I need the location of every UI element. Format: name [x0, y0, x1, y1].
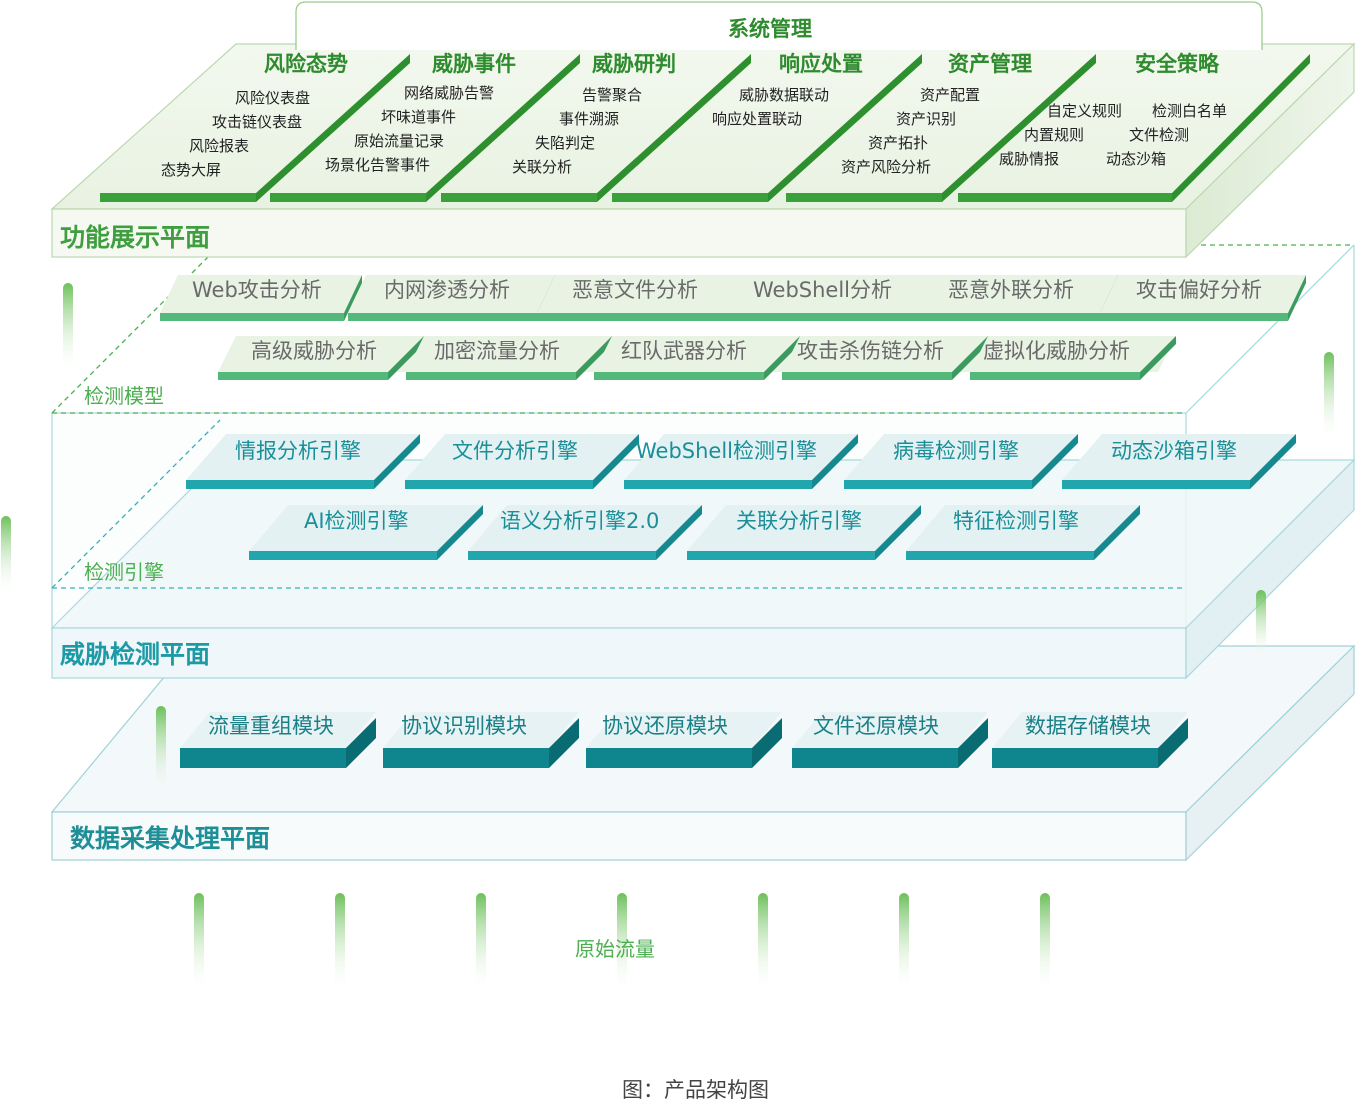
response-item: 响应处置联动 — [712, 110, 803, 128]
system-management-title: 系统管理 — [728, 17, 812, 41]
model-label: 虚拟化威胁分析 — [983, 339, 1130, 363]
engine-label: 病毒检测引擎 — [893, 439, 1019, 463]
model-label: WebShell分析 — [753, 278, 893, 302]
risk-item: 风险仪表盘 — [235, 89, 311, 107]
category-bar-response — [612, 54, 922, 202]
model-label: 红队武器分析 — [621, 339, 747, 363]
module-label: 文件还原模块 — [813, 714, 939, 738]
threat-plane-title: 威胁检测平面 — [60, 640, 211, 669]
model-label: 恶意文件分析 — [572, 278, 698, 302]
model-label: Web攻击分析 — [192, 278, 322, 302]
model-label: 攻击杀伤链分析 — [797, 339, 944, 363]
policy-item: 威胁情报 — [999, 150, 1060, 168]
asset-item: 资产拓扑 — [868, 134, 929, 152]
category-bar-threat-events — [270, 54, 580, 202]
risk-item: 攻击链仪表盘 — [212, 113, 303, 131]
category-title-response: 响应处置 — [779, 52, 863, 76]
module-label: 协议识别模块 — [401, 714, 527, 738]
response-item: 威胁数据联动 — [739, 86, 830, 104]
model-label: 高级威胁分析 — [251, 339, 377, 363]
model-label: 内网渗透分析 — [384, 278, 510, 302]
asset-item: 资产配置 — [920, 86, 981, 104]
detection-models-label: 检测模型 — [84, 384, 164, 408]
engine-label: 特征检测引擎 — [953, 509, 1079, 533]
threat-event-item: 原始流量记录 — [354, 132, 445, 150]
engine-label: 关联分析引擎 — [736, 509, 862, 533]
policy-item: 文件检测 — [1129, 126, 1190, 144]
engine-label: 文件分析引擎 — [452, 439, 578, 463]
policy-item: 内置规则 — [1024, 126, 1085, 144]
function-plane-title: 功能展示平面 — [60, 223, 211, 252]
policy-item: 检测白名单 — [1152, 102, 1228, 120]
engine-label: 语义分析引擎2.0 — [500, 509, 660, 533]
category-title-threat-events: 威胁事件 — [432, 52, 516, 76]
category-title-threat-analysis: 威胁研判 — [592, 52, 676, 76]
threat-event-item: 场景化告警事件 — [325, 156, 431, 174]
policy-item: 动态沙箱 — [1106, 150, 1167, 168]
category-bar-policy — [958, 54, 1310, 202]
engine-label: WebShell检测引擎 — [636, 439, 818, 463]
policy-item: 自定义规则 — [1047, 102, 1123, 120]
module-label: 协议还原模块 — [602, 714, 728, 738]
category-bar-risk — [100, 54, 410, 202]
asset-item: 资产识别 — [896, 110, 957, 128]
threat-analysis-item: 告警聚合 — [582, 86, 643, 104]
threat-analysis-item: 失陷判定 — [535, 134, 596, 152]
category-title-policy: 安全策略 — [1135, 52, 1219, 76]
category-title-risk: 风险态势 — [264, 52, 348, 76]
risk-item: 态势大屏 — [161, 161, 222, 179]
data-plane-title: 数据采集处理平面 — [70, 824, 271, 853]
threat-event-item: 网络威胁告警 — [404, 84, 495, 102]
risk-item: 风险报表 — [189, 137, 250, 155]
module-label: 流量重组模块 — [208, 714, 334, 738]
threat-analysis-item: 事件溯源 — [559, 110, 620, 128]
detection-engines-label: 检测引擎 — [84, 560, 164, 584]
traffic-pillars — [1, 283, 1334, 993]
model-label: 恶意外联分析 — [948, 278, 1074, 302]
category-bar-asset — [786, 54, 1096, 202]
engine-label: 动态沙箱引擎 — [1111, 439, 1237, 463]
model-tiles — [160, 275, 1306, 380]
model-label: 攻击偏好分析 — [1136, 278, 1262, 302]
raw-traffic-label: 原始流量 — [575, 937, 655, 961]
category-bars — [100, 54, 1310, 202]
category-title-asset: 资产管理 — [948, 52, 1032, 76]
threat-event-item: 坏味道事件 — [381, 108, 457, 126]
engine-tiles — [186, 434, 1296, 560]
module-label: 数据存储模块 — [1025, 714, 1151, 738]
engine-label: AI检测引擎 — [304, 509, 409, 533]
module-tiles — [180, 712, 1188, 768]
model-label: 加密流量分析 — [434, 339, 560, 363]
figure-caption: 图：产品架构图 — [622, 1078, 769, 1102]
category-bar-threat-analysis — [441, 54, 751, 202]
engine-label: 情报分析引擎 — [235, 439, 361, 463]
asset-item: 资产风险分析 — [841, 158, 932, 176]
threat-analysis-item: 关联分析 — [512, 158, 573, 176]
